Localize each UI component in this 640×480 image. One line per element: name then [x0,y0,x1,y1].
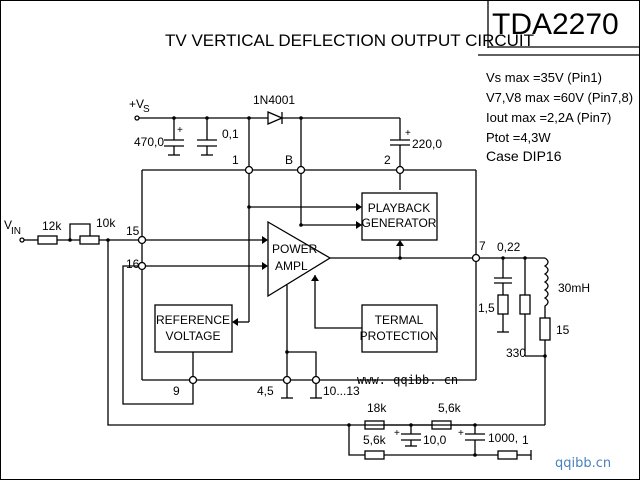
r-5-6k-top-label: 5,6k [438,401,462,415]
pin-7-label: 7 [479,239,486,253]
pin-8-label: B [285,153,293,167]
pin-1-label: 1 [232,153,239,167]
playback-generator-block [361,192,438,241]
pin-15 [137,235,147,245]
cap-0-1-label: 0,1 [222,127,239,141]
pin-9-label: 9 [173,384,180,398]
pin-4-5 [282,375,292,385]
r-330-label: 330 [506,346,526,360]
inductor-label: 30mH [558,281,590,295]
cap-10-label: 10,0 [423,433,447,447]
resistor-330 [519,294,531,315]
spec-line: V7,V8 max =60V (Pin7,8) [486,90,633,105]
resistor-5-6k-bottom [364,450,385,460]
resistor-15 [539,317,551,341]
svg-text:+: + [177,125,183,136]
pin-10-13-label: 10...13 [323,384,360,398]
part-number: TDA2270 [492,8,619,41]
pin-9 [188,375,198,385]
resistor-12k [37,235,58,245]
pin-16 [137,261,147,271]
r-18k-label: 18k [367,401,387,415]
r-1-label: 1 [522,433,529,447]
pot-10k-label: 10k [96,216,116,230]
pin-8 [296,165,306,175]
vs-terminal [134,115,140,121]
spec-line: Vs max =35V (Pin1) [486,70,602,85]
r-15-label: 15 [556,323,570,337]
svg-text:IN: IN [11,226,21,237]
diagram-title: TV VERTICAL DEFLECTION OUTPUT CIRCUIT [165,31,534,50]
svg-text:+: + [405,128,411,139]
cap-0-22-label: 0,22 [497,240,521,254]
svg-text:TERMAL: TERMAL [375,313,424,327]
pin-4-5-label: 4,5 [257,384,274,398]
svg-text:GENERATOR: GENERATOR [362,216,437,230]
pin-2-label: 2 [384,153,391,167]
spec-line: Iout max =2,2A (Pin7) [486,110,611,125]
svg-text:VOLTAGE: VOLTAGE [166,329,221,343]
watermark-corner: qqibb.cn [555,456,611,471]
diode-symbol [267,111,284,125]
pin-2 [395,165,405,175]
vin-label: V [4,218,12,232]
r-12k-label: 12k [42,219,62,233]
svg-text:REFERENCE: REFERENCE [156,313,230,327]
cap-220-label: 220,0 [412,137,442,151]
r-5-6k-bottom-label: 5,6k [363,433,387,447]
potentiometer-10k [79,235,100,245]
inductor-30mh [543,257,549,318]
resistor-1 [497,450,518,460]
power-ampl-block [267,220,332,298]
cap-1000-label: 1000, [488,431,518,445]
pin-1 [244,165,254,175]
cap-470-label: 470,0 [134,135,164,149]
pin-10-13 [311,375,321,385]
spec-line: Case DIP16 [486,148,562,164]
svg-text:PROTECTION: PROTECTION [360,329,439,343]
resistor-1-5 [497,294,509,315]
vs-label: +V [129,97,144,111]
pin-15-label: 15 [126,224,140,238]
pin-7 [471,253,481,263]
svg-text:+: + [458,428,464,439]
svg-text:S: S [143,104,150,115]
watermark-center: www. qqibb. cn [357,373,458,387]
svg-text:POWER: POWER [272,242,318,256]
svg-text:PLAYBACK: PLAYBACK [368,201,430,215]
diode-label: 1N4001 [253,93,295,107]
r-1-5-label: 1,5 [478,301,495,315]
svg-text:+: + [394,428,400,439]
svg-text:AMPL: AMPL [275,259,308,273]
spec-line: Ptot =4,3W [486,130,551,145]
pin-16-label: 16 [126,257,140,271]
